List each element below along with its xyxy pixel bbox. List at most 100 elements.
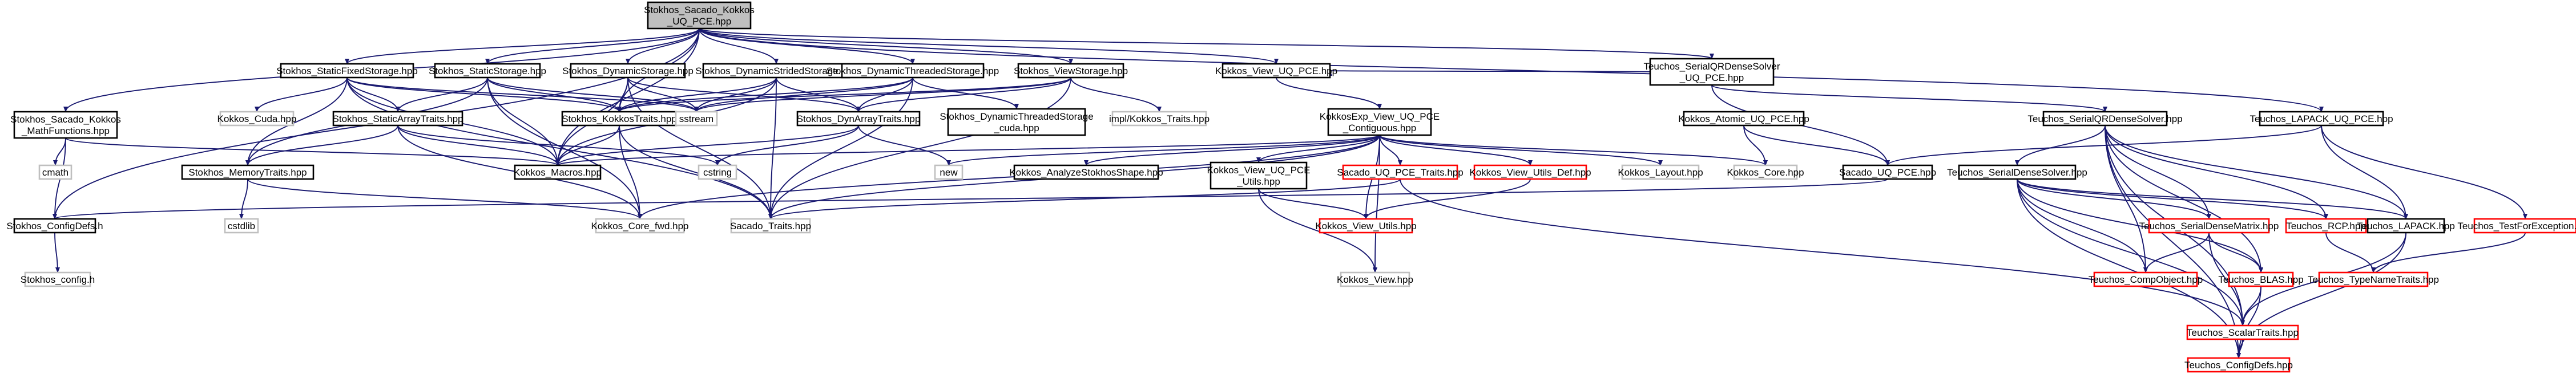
node-trcp[interactable]: Teuchos_RCP.hpp [2285,218,2367,234]
node-cm[interactable]: cmath [38,164,72,180]
node-tsqd[interactable]: Teuchos_SerialQRDenseSolver.hpp [2027,111,2183,127]
node-ds[interactable]: Stokhos_DynamicStorage.hpp [562,63,694,79]
node-box-tsdm [2148,218,2270,234]
node-box-tla [2367,218,2445,234]
edge-dss-to-st [768,77,777,219]
node-box-kvut [1319,218,1413,234]
node-kasc[interactable]: Kokkos_AnalyzeStokhosShape.hpp [1009,164,1163,180]
edge-tsds-to-tbl [2017,178,2263,273]
node-box-tcd [2187,357,2291,373]
node-tcd[interactable]: Teuchos_ConfigDefs.hpp [2184,357,2293,373]
node-tsqr[interactable]: Teuchos_SerialQRDenseSolver_UQ_PCE.hpp [1643,58,1780,86]
edge-sfs-to-skt [346,77,622,112]
node-kvut[interactable]: Kokkos_View_Utils.hpp [1315,218,1417,234]
node-tst[interactable]: Teuchos_ScalarTraits.hpp [2186,324,2299,340]
node-smt[interactable]: Stokhos_MemoryTraits.hpp [181,164,315,180]
node-dts[interactable]: Stokhos_DynamicThreadedStorage.hpp [827,63,999,79]
node-label-suq-0: Sacado_UQ_PCE.hpp [1839,167,1936,178]
node-cstr[interactable]: cstring [698,164,737,180]
node-label-sfs-0: Stokhos_StaticFixedStorage.hpp [276,66,418,76]
edge-dss-to-sst [694,77,777,112]
edge-kvud-to-kvut [1364,178,1531,219]
edge-tsdm-to-tco [2143,232,2210,273]
edge-dss-to-sdat [776,77,861,112]
node-sst[interactable]: sstream [675,111,718,127]
node-suq[interactable]: Sacado_UQ_PCE.hpp [1839,164,1936,180]
node-label-kv-0: Kokkos_View.hpp [1337,274,1413,285]
node-label-skt-0: Stokhos_KokkosTraits.hpp [562,113,677,124]
node-box-ss [434,63,541,79]
node-box-scd [13,218,96,234]
node-ttfe[interactable]: Teuchos_TestForException.hpp [2457,218,2576,234]
node-box-sdtsc [947,108,1086,136]
node-nw[interactable]: new [934,164,964,180]
edge-sfs-to-sst [346,77,699,112]
node-label-ss-0: Stokhos_StaticStorage.hpp [429,66,546,76]
node-tco[interactable]: Teuchos_CompObject.hpp [2089,271,2203,287]
edge-skt-to-km [555,125,620,166]
node-dss[interactable]: Stokhos_DynamicStridedStorage.hpp [695,63,857,79]
node-ttn[interactable]: Teuchos_TypeNameTraits.hpp [2308,271,2439,287]
node-box-suqt [1342,164,1458,180]
edge-ss-to-kcf [487,77,642,219]
node-tla[interactable]: Teuchos_LAPACK.hpp [2357,218,2455,234]
node-kco[interactable]: Kokkos_Core.hpp [1727,164,1804,180]
node-label-sc-0: Stokhos_config.h [21,274,95,285]
edge-ss-to-ssat [396,77,488,112]
node-label-csl-0: cstdlib [228,221,255,231]
edge-tsds-to-tla [2017,178,2408,219]
edge-dss-to-skt [617,77,777,112]
node-label-ds-0: Stokhos_DynamicStorage.hpp [562,66,694,76]
edge-tlap-to-suq [1885,125,2322,166]
node-label-dss-0: Stokhos_DynamicStridedStorage.hpp [695,66,857,76]
node-st[interactable]: Sacado_Traits.hpp [730,218,811,234]
node-tsdm[interactable]: Teuchos_SerialDenseMatrix.hpp [2139,218,2279,234]
node-msfh[interactable]: Stokhos_Sacado_Kokkos_MathFunctions.hpp [10,111,121,139]
edge-tsqr-to-tsqd [1711,84,2107,112]
node-sc[interactable]: Stokhos_config.h [21,271,95,287]
node-tsds[interactable]: Teuchos_SerialDenseSolver.hpp [1947,164,2087,180]
node-kau[interactable]: Kokkos_Atomic_UQ_PCE.hpp [1678,111,1809,127]
node-box-dts [841,63,985,79]
edge-tbl-to-tcd [2236,286,2261,359]
node-kvud[interactable]: Kokkos_View_Utils_Def.hpp [1469,164,1591,180]
node-suqt[interactable]: Sacado_UQ_PCE_Traits.hpp [1337,164,1464,180]
edge-root-to-sfs [345,28,700,64]
node-sdat[interactable]: Stokhos_DynArrayTraits.hpp [797,111,921,127]
node-box-ssat [332,111,463,127]
node-sdtsc[interactable]: Stokhos_DynamicThreadedStorage_cuda.hpp [940,108,1094,136]
node-label-tcd-0: Teuchos_ConfigDefs.hpp [2184,360,2293,371]
edge-vs-to-skt [617,77,1071,112]
node-box-suq [1842,164,1933,180]
node-tlap[interactable]: Teuchos_LAPACK_UQ_PCE.hpp [2250,111,2393,127]
node-label-kcf-0: Kokkos_Core_fwd.hpp [591,221,688,231]
node-label-kau-0: Kokkos_Atomic_UQ_PCE.hpp [1678,113,1809,124]
edge-dts-to-sdtsc [912,77,1019,109]
node-label-cstr-0: cstring [703,167,732,178]
node-vs[interactable]: Stokhos_ViewStorage.hpp [1014,63,1128,79]
node-root[interactable]: Stokhos_Sacado_Kokkos_UQ_PCE.hpp [644,1,755,30]
node-ssat[interactable]: Stokhos_StaticArrayTraits.hpp [332,111,463,127]
node-km[interactable]: Kokkos_Macros.hpp [514,164,602,180]
edge-tst-to-tcd [2236,339,2243,359]
node-box-sfs [280,63,414,79]
node-scd[interactable]: Stokhos_ConfigDefs.h [6,218,103,234]
node-ss[interactable]: Stokhos_StaticStorage.hpp [429,63,546,79]
node-kvu[interactable]: Kokkos_View_UQ_PCE.hpp [1215,63,1337,79]
node-box-sst [675,111,718,127]
node-kcf[interactable]: Kokkos_Core_fwd.hpp [591,218,689,234]
node-kv[interactable]: Kokkos_View.hpp [1337,271,1413,287]
node-tbl[interactable]: Teuchos_BLAS.hpp [2218,271,2304,287]
node-box-smt [181,164,315,180]
node-kvuu[interactable]: Kokkos_View_UQ_PCE_Utils.hpp [1207,161,1311,190]
node-kc[interactable]: Kokkos_Cuda.hpp [217,111,297,127]
edge-ds-to-sst [627,77,699,112]
node-skt[interactable]: Stokhos_KokkosTraits.hpp [561,111,678,127]
node-box-tsqd [2042,111,2168,127]
node-sfs[interactable]: Stokhos_StaticFixedStorage.hpp [276,63,418,79]
node-kl[interactable]: Kokkos_Layout.hpp [1618,164,1703,180]
edge-tsqd-to-tsdm [2105,125,2211,219]
node-ikt[interactable]: impl/Kokkos_Traits.hpp [1109,111,1210,127]
node-kevc[interactable]: KokkosExp_View_UQ_PCE_Contiguous.hpp [1320,108,1440,136]
node-csl[interactable]: cstdlib [224,218,259,234]
